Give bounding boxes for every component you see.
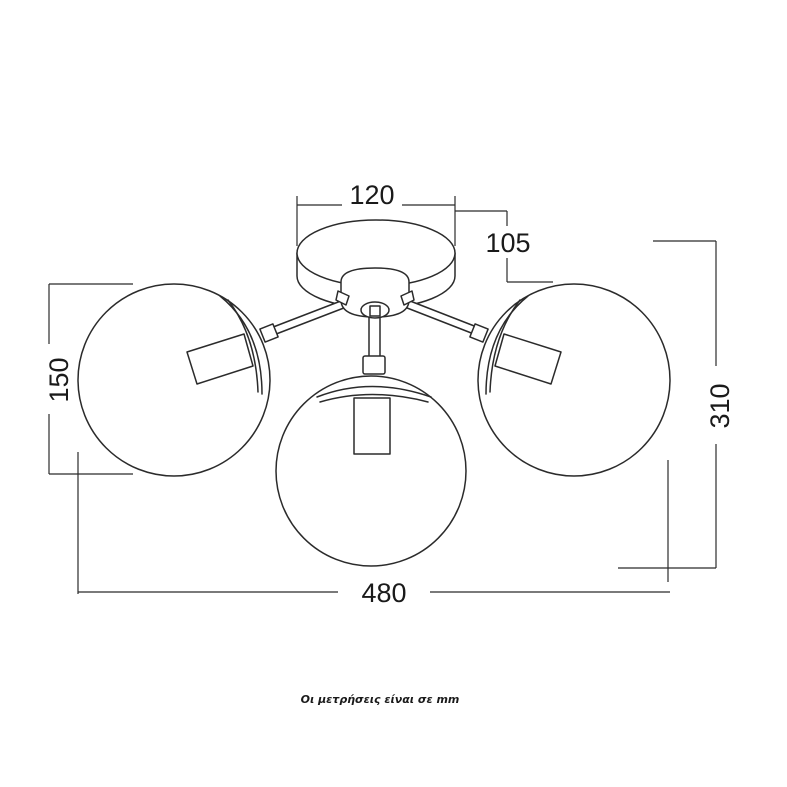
center-globe [275, 375, 467, 567]
right-globe [477, 283, 671, 477]
dimension-120: 120 [296, 180, 456, 246]
dimension-150: 150 [44, 283, 133, 475]
units-note: Οι μετρήσεις είναι σε mm [300, 693, 460, 706]
dimension-480: 480 [77, 452, 670, 608]
dimension-label-480: 480 [361, 578, 406, 608]
center-stem [362, 313, 386, 375]
center-hub [335, 267, 415, 319]
left-arm [259, 298, 350, 343]
left-globe [77, 283, 271, 477]
dimension-label-310: 310 [705, 383, 735, 428]
right-arm [401, 298, 489, 343]
dimension-label-150: 150 [44, 357, 74, 402]
dimension-label-105: 105 [485, 228, 530, 258]
dimension-label-120: 120 [349, 180, 394, 210]
dimension-105: 105 [455, 210, 553, 283]
dimension-310: 310 [618, 240, 735, 582]
